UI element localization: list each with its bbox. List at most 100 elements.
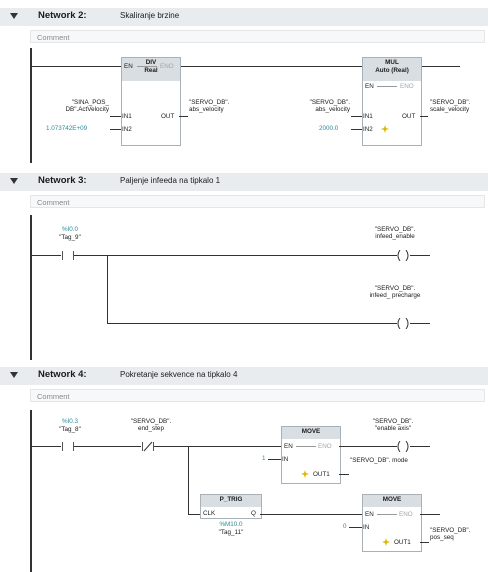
in1-pin: IN1 xyxy=(363,113,373,120)
p-trig-header[interactable] xyxy=(200,494,262,507)
rung-line xyxy=(420,514,440,515)
mul-block-name: MUL xyxy=(385,59,399,66)
wire xyxy=(349,527,362,528)
wire xyxy=(339,474,349,475)
no-contact-right[interactable] xyxy=(73,251,74,260)
mul-block[interactable] xyxy=(362,81,422,146)
div-block-header[interactable] xyxy=(121,57,181,82)
network-comment[interactable]: Comment xyxy=(30,389,485,402)
network-3-header[interactable]: Network 3: Paljenje infeeda na tipkalo 1 xyxy=(0,173,488,191)
coil-tag[interactable]: "SERVO_DB". infeed_ precharge xyxy=(369,285,421,299)
in-pin: IN xyxy=(363,524,370,531)
mul-in2-operand[interactable]: 2000.0 xyxy=(319,125,339,132)
p-trig-block[interactable] xyxy=(200,506,262,519)
move-block-name: MOVE xyxy=(301,428,321,435)
collapse-triangle-icon[interactable] xyxy=(10,372,18,378)
wire xyxy=(110,116,121,117)
rung-line xyxy=(260,514,362,515)
collapse-triangle-icon[interactable] xyxy=(10,178,18,184)
move1-out-operand[interactable]: "SERVO_DB". mode xyxy=(350,457,408,464)
network-4-header[interactable]: Network 4: Pokretanje sekvence na tipkal… xyxy=(0,367,488,385)
network-title: Network 3: xyxy=(38,175,87,186)
en-pin: EN xyxy=(365,83,374,90)
nc-contact-tag[interactable]: "SERVO_DB". end_step xyxy=(130,418,172,432)
network-comment[interactable]: Comment xyxy=(30,195,485,208)
branch-vertical xyxy=(188,446,189,514)
coil-tag[interactable]: "SERVO_DB". "enable axis" xyxy=(372,418,414,432)
mul-block-type: Auto (Real) xyxy=(375,67,409,74)
div-block-name: DIV xyxy=(145,59,157,66)
p-trig-address[interactable]: %M10.0 xyxy=(219,521,243,528)
move-block-2-header[interactable] xyxy=(362,494,422,507)
contact-tag[interactable]: "Tag_8" xyxy=(59,426,81,433)
rung-line xyxy=(410,255,430,256)
en-eno-line xyxy=(377,86,397,87)
move-block-name: MOVE xyxy=(382,496,402,503)
en-eno-line xyxy=(137,66,157,67)
move2-out-operand[interactable]: "SERVO_DB". pos_seq xyxy=(430,527,471,541)
out-pin: OUT xyxy=(402,113,416,120)
no-contact-right[interactable] xyxy=(73,442,74,451)
wire xyxy=(420,116,428,117)
rung-line xyxy=(154,446,281,447)
network-subtitle: Paljenje infeeda na tipkalo 1 xyxy=(120,176,221,185)
div-out-operand[interactable]: "SERVO_DB". abs_velocity xyxy=(189,99,230,113)
rung-line xyxy=(107,323,397,324)
collapse-triangle-icon[interactable] xyxy=(10,13,18,19)
contact-address[interactable]: %I0.3 xyxy=(61,418,79,425)
coil-tag[interactable]: "SERVO_DB". infeed_enable xyxy=(374,226,416,240)
out1-pin: OUT1 xyxy=(394,539,411,546)
wire xyxy=(351,116,362,117)
rung-line xyxy=(420,66,460,67)
rung-line xyxy=(31,446,61,447)
no-contact-left[interactable] xyxy=(62,442,63,451)
div-in2-operand[interactable]: 1.073742E+09 xyxy=(46,125,88,132)
out-pin: OUT xyxy=(161,113,175,120)
wire xyxy=(110,129,121,130)
in2-pin: IN2 xyxy=(122,126,132,133)
rung-line xyxy=(339,446,397,447)
en-eno-line xyxy=(296,446,316,447)
in1-pin: IN1 xyxy=(122,113,132,120)
in2-pin: IN2 xyxy=(363,126,373,133)
en-pin: EN xyxy=(124,63,133,70)
coil-icon[interactable] xyxy=(396,318,410,329)
rung-line xyxy=(410,323,430,324)
contact-address[interactable]: %I0.0 xyxy=(61,226,79,233)
network-2-header[interactable]: Network 2: Skaliranje brzine xyxy=(0,8,488,26)
auto-type-icon xyxy=(381,125,389,133)
rung-line xyxy=(180,66,362,67)
auto-type-icon xyxy=(301,470,309,478)
div-block[interactable] xyxy=(121,81,181,146)
out1-pin: OUT1 xyxy=(313,471,330,478)
mul-in1-operand[interactable]: "SERVO_DB". abs_velocity xyxy=(309,99,350,113)
mul-out-operand[interactable]: "SERVO_DB". scale_velocity xyxy=(430,99,471,113)
move1-in-operand[interactable]: 1 xyxy=(262,455,266,462)
en-pin: EN xyxy=(284,443,293,450)
power-rail xyxy=(30,215,32,360)
eno-pin: ENO xyxy=(160,63,174,70)
network-subtitle: Skaliranje brzine xyxy=(120,11,180,20)
wire xyxy=(268,459,281,460)
eno-pin: ENO xyxy=(400,83,414,90)
mul-block-header[interactable] xyxy=(362,57,422,82)
auto-type-icon xyxy=(382,538,390,546)
div-in1-operand[interactable]: "SINA_POS_ DB".ActVelocity xyxy=(65,99,109,113)
p-trig-tag[interactable]: "Tag_11" xyxy=(218,529,244,536)
move2-in-operand[interactable]: 0 xyxy=(343,523,347,530)
en-eno-line xyxy=(377,514,397,515)
en-pin: EN xyxy=(365,511,374,518)
move-block-2[interactable] xyxy=(362,506,422,552)
network-comment[interactable]: Comment xyxy=(30,30,485,43)
clk-pin: CLK xyxy=(203,510,216,517)
no-contact-left[interactable] xyxy=(62,251,63,260)
nc-contact-right[interactable] xyxy=(153,442,154,451)
coil-icon[interactable] xyxy=(396,250,410,261)
contact-tag[interactable]: "Tag_9" xyxy=(59,234,81,241)
power-rail xyxy=(30,410,32,572)
move-block-1-header[interactable] xyxy=(281,426,341,439)
coil-icon[interactable] xyxy=(396,441,410,452)
div-block-type: Real xyxy=(144,67,158,74)
q-pin: Q xyxy=(251,510,256,517)
nc-contact-left[interactable] xyxy=(142,442,143,451)
